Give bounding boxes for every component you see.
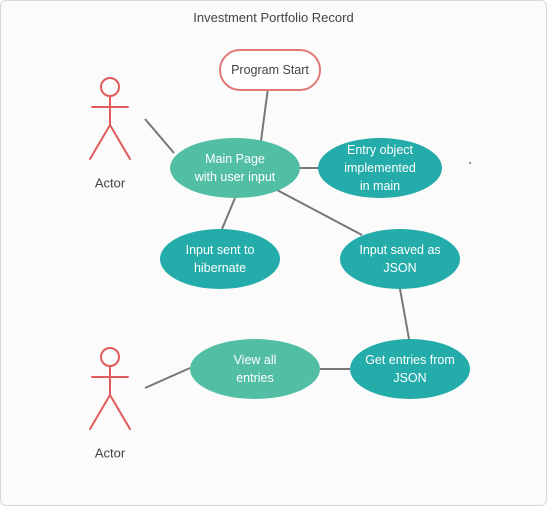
use-case-label: hibernate xyxy=(194,261,246,275)
use-case-ellipse xyxy=(340,229,460,289)
use-case-label: Get entries from xyxy=(365,353,455,367)
diagram-title: Investment Portfolio Record xyxy=(193,10,354,25)
start-node-shape xyxy=(219,49,321,91)
stray-dot xyxy=(469,162,471,164)
use-case-ellipse xyxy=(350,339,470,399)
actor-1[interactable]: Actor xyxy=(89,77,131,191)
actor-right-leg xyxy=(109,124,131,160)
use-case-start[interactable]: Program Start xyxy=(219,49,321,91)
use-case-label: Main Page xyxy=(205,152,265,166)
use-case-label: implemented xyxy=(344,161,416,175)
use-case-viewall[interactable]: View all entries xyxy=(190,339,320,399)
actor-left-leg xyxy=(89,124,111,160)
actor-head-icon xyxy=(100,347,120,367)
use-case-json[interactable]: Input saved as JSON xyxy=(340,229,460,289)
actor-right-leg xyxy=(109,394,131,430)
edge-actor1-to-main xyxy=(144,118,175,154)
use-case-label: in main xyxy=(360,179,400,193)
use-case-label: Program Start xyxy=(231,63,309,77)
edges-layer xyxy=(144,87,410,389)
use-case-hibernate[interactable]: Input sent to hibernate xyxy=(160,229,280,289)
edge-json-to-getentries xyxy=(399,288,410,340)
use-case-main[interactable]: Main Page with user input xyxy=(170,138,300,198)
use-case-label: entries xyxy=(236,371,274,385)
edge-main-to-hibernate xyxy=(221,197,236,230)
use-case-label: Input saved as xyxy=(359,243,440,257)
use-case-label: with user input xyxy=(194,170,276,184)
edge-start-to-main xyxy=(260,87,269,142)
actor-2[interactable]: Actor xyxy=(89,347,131,461)
actor-left-leg xyxy=(89,394,111,430)
use-case-ellipse xyxy=(318,138,442,198)
use-case-ellipse xyxy=(160,229,280,289)
use-case-label: JSON xyxy=(393,371,426,385)
use-case-label: View all xyxy=(234,353,277,367)
use-case-label: JSON xyxy=(383,261,416,275)
actor-label: Actor xyxy=(95,176,126,191)
edge-main-to-json xyxy=(276,189,363,236)
use-case-label: Input sent to xyxy=(186,243,255,257)
use-case-label: Entry object xyxy=(347,143,414,157)
use-case-ellipse xyxy=(170,138,300,198)
use-case-ellipse xyxy=(190,339,320,399)
edge-viewall-to-actor2 xyxy=(144,367,191,389)
actor-label: Actor xyxy=(95,446,126,461)
use-case-entry[interactable]: Entry object implemented in main xyxy=(318,138,442,198)
actor-head-icon xyxy=(100,77,120,97)
